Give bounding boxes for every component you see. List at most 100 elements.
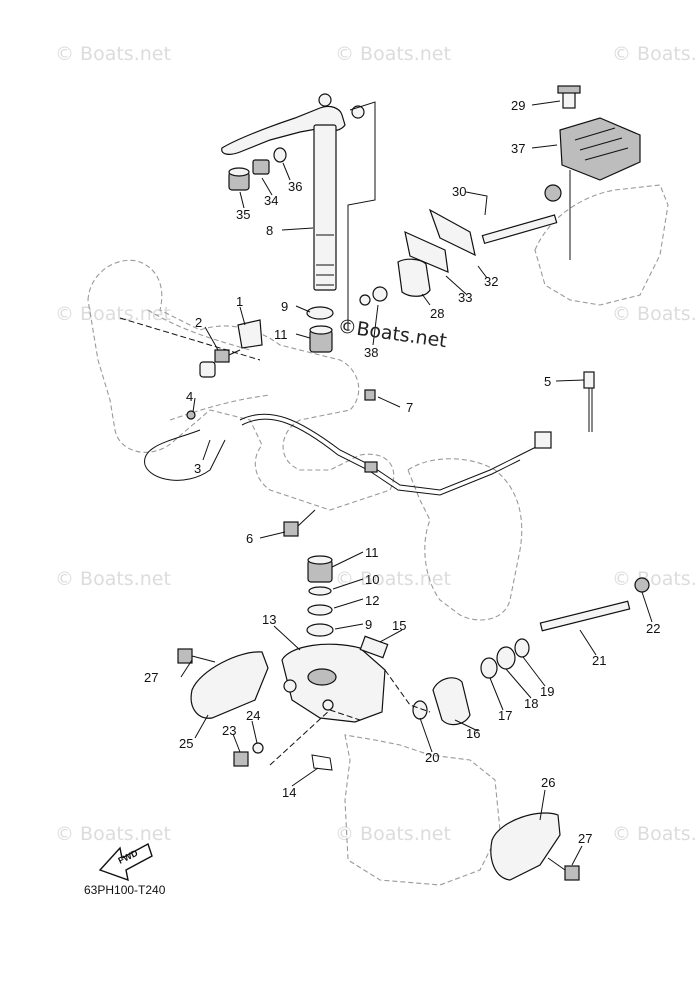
callout-24: 24 bbox=[246, 708, 260, 723]
watermark: © Boats.net bbox=[612, 568, 698, 590]
cover-ribs bbox=[574, 127, 629, 161]
steering-shaft bbox=[313, 124, 337, 291]
shaft-spline bbox=[316, 264, 334, 286]
callout-4: 4 bbox=[186, 389, 193, 404]
arm-boss bbox=[351, 105, 365, 119]
collar bbox=[199, 361, 216, 378]
harness-cable bbox=[239, 413, 541, 491]
bolt-27-head bbox=[177, 648, 193, 664]
callout-23: 23 bbox=[222, 723, 236, 738]
callout-36: 36 bbox=[288, 179, 302, 194]
callout-21: 21 bbox=[592, 653, 606, 668]
ghost-housings bbox=[87, 184, 669, 886]
clamp-7 bbox=[364, 461, 378, 473]
lower-bushings bbox=[306, 555, 334, 637]
clamp-bracket-outline bbox=[407, 458, 523, 621]
nipple-4 bbox=[186, 410, 196, 420]
washer-18 bbox=[496, 646, 516, 670]
callout-7: 7 bbox=[406, 400, 413, 415]
callout-20: 20 bbox=[425, 750, 439, 765]
left-lower-hardware bbox=[177, 648, 333, 771]
washer-19 bbox=[514, 638, 530, 658]
callout-17: 17 bbox=[498, 708, 512, 723]
lower-yoke-13 bbox=[281, 643, 386, 723]
ground-lead-3 bbox=[144, 429, 226, 481]
bolt-27b-shank bbox=[547, 857, 566, 871]
fitting-body bbox=[359, 635, 389, 659]
through-bolt-30 bbox=[481, 214, 558, 245]
bushing-11-lower-top bbox=[307, 555, 333, 565]
watermark: © Boats.net bbox=[612, 823, 698, 845]
wiring-harness bbox=[119, 317, 552, 496]
mount-rubber-28 bbox=[397, 258, 431, 297]
bolt-27b-head bbox=[564, 865, 580, 881]
left-hardware bbox=[144, 319, 263, 481]
callout-34: 34 bbox=[264, 193, 278, 208]
upper-bushings bbox=[306, 306, 334, 353]
callout-28: 28 bbox=[430, 306, 444, 321]
nut-7 bbox=[364, 389, 376, 401]
plate-33 bbox=[404, 230, 449, 273]
bolt-21 bbox=[539, 600, 631, 632]
cover-26 bbox=[490, 812, 561, 881]
callout-11: 11 bbox=[274, 327, 288, 342]
nut-23 bbox=[233, 751, 249, 767]
washer-12 bbox=[307, 604, 333, 616]
washer-17 bbox=[480, 657, 498, 679]
yoke-hole bbox=[283, 679, 297, 693]
bolt-6 bbox=[283, 509, 316, 537]
diagram-code: 63PH100-T240 bbox=[84, 883, 166, 897]
arm-boss bbox=[318, 93, 332, 107]
callout-9: 9 bbox=[281, 299, 288, 314]
clip-14 bbox=[311, 754, 333, 771]
callout-22: 22 bbox=[646, 621, 660, 636]
callout-10: 10 bbox=[365, 572, 379, 587]
bracket-1 bbox=[237, 319, 263, 349]
yoke-spline bbox=[307, 668, 337, 686]
bolt-2 bbox=[214, 349, 230, 363]
plate-32 bbox=[428, 208, 476, 257]
callout-2: 2 bbox=[195, 315, 202, 330]
watermark-layer: © Boats.net © Boats.net © Boats.net © Bo… bbox=[55, 43, 698, 845]
bolt-29-head bbox=[557, 85, 581, 94]
watermark: © Boats.net bbox=[612, 303, 698, 325]
callout-6: 6 bbox=[246, 531, 253, 546]
callout-32: 32 bbox=[484, 274, 498, 289]
watermark: © Boats.net bbox=[55, 568, 171, 590]
leader-pin bbox=[119, 317, 261, 361]
through-bolt-30-head bbox=[544, 184, 562, 202]
yoke-hole-b bbox=[322, 699, 334, 711]
watermark: © Boats.net bbox=[335, 43, 451, 65]
washer-38 bbox=[372, 286, 388, 302]
watermark: © Boats.net bbox=[55, 303, 171, 325]
washer-9 bbox=[306, 306, 334, 320]
harness-cable-b bbox=[241, 418, 521, 496]
callout-14: 14 bbox=[282, 785, 296, 800]
callout-labels: 29 37 30 32 33 28 38 8 35 34 36 9 11 1 2… bbox=[144, 98, 660, 846]
nut-22 bbox=[634, 577, 650, 593]
cable-tie-5 bbox=[583, 371, 595, 432]
callout-3: 3 bbox=[194, 461, 201, 476]
bolt-27-shank bbox=[191, 655, 216, 663]
washer-36 bbox=[273, 147, 287, 163]
callout-12: 12 bbox=[365, 593, 379, 608]
callout-29: 29 bbox=[511, 98, 525, 113]
callout-27-right: 27 bbox=[578, 831, 592, 846]
callout-35: 35 bbox=[236, 207, 250, 222]
leader-lines bbox=[180, 100, 653, 866]
cover-25 bbox=[190, 651, 269, 719]
connector bbox=[534, 431, 552, 449]
tube-outline bbox=[147, 309, 271, 421]
bolt-6-head bbox=[283, 521, 299, 537]
engine-mount-outline bbox=[534, 184, 669, 306]
yoke-body bbox=[281, 643, 386, 723]
callout-37: 37 bbox=[511, 141, 525, 156]
callout-13: 13 bbox=[262, 612, 276, 627]
mount-rubber-16 bbox=[432, 677, 471, 726]
callout-5: 5 bbox=[544, 374, 551, 389]
mount-cover-37 bbox=[559, 117, 641, 181]
shaft-bracket-line bbox=[347, 101, 376, 330]
right-lower-hardware bbox=[490, 812, 580, 881]
callout-38: 38 bbox=[364, 345, 378, 360]
callout-26: 26 bbox=[541, 775, 555, 790]
